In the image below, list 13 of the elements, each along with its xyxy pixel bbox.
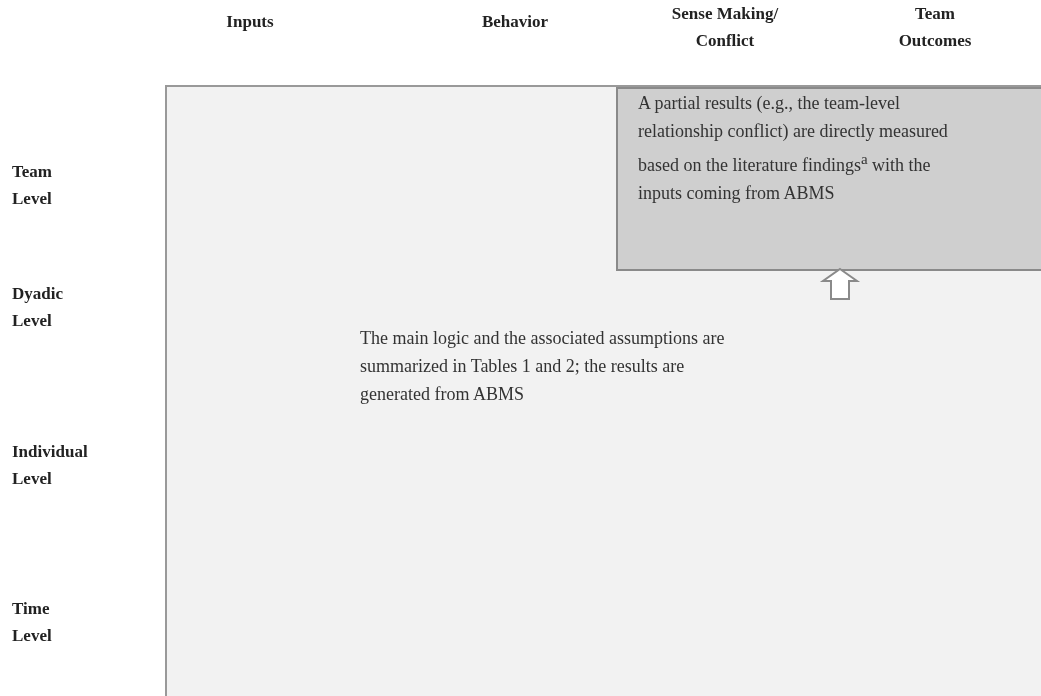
row-header: Team Level — [12, 161, 52, 210]
block-arrow — [819, 267, 861, 300]
model-panel — [165, 85, 1041, 696]
column-header: Behavior — [480, 11, 550, 33]
row-header: Dyadic Level — [12, 283, 63, 332]
column-header: Inputs — [225, 11, 275, 33]
note-text: A partial results (e.g., the team-level relationship conflict) are directly measured based on the literature findings$^{a}$ with the inputs coming from ABMS — [638, 92, 949, 205]
row-header: Time Level — [12, 598, 52, 647]
row-header: Individual Level — [12, 441, 88, 490]
description-text: The main logic and the associated assumptions are summarized in Tables 1 and 2; the results are generated from ABMS — [360, 327, 726, 406]
column-header: Team Outcomes — [897, 3, 973, 52]
column-header: Sense Making/ Conflict — [670, 3, 780, 52]
note-box — [616, 87, 1041, 271]
